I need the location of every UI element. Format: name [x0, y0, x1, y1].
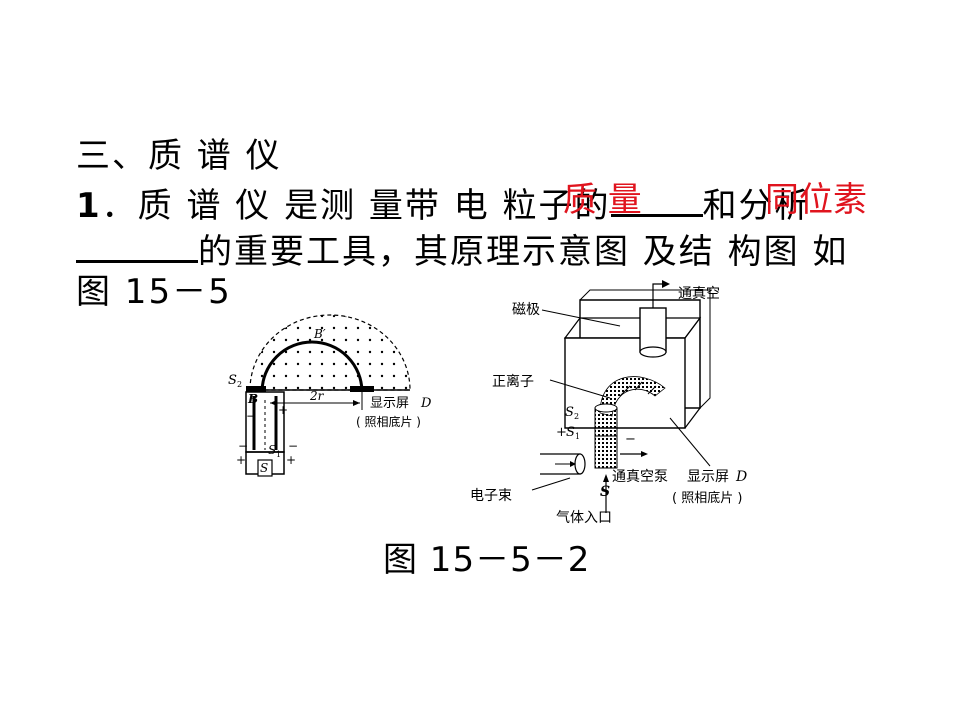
text-segment-2: 和分析	[702, 186, 811, 226]
ion-trajectory	[599, 376, 666, 417]
svg-text:−: −	[246, 409, 256, 423]
label-screen-d: D	[420, 396, 432, 411]
answer-mass: 质 量	[563, 180, 642, 220]
text-segment-1: ．质 谱 仪 是测 量带 电 粒子的	[101, 186, 611, 226]
label-b: B	[247, 392, 258, 406]
vacuum-tube	[639, 307, 667, 353]
label-s2: S	[565, 405, 574, 420]
label-s1-sub: 1	[575, 432, 580, 441]
label-s: S	[260, 461, 268, 475]
svg-text:−: −	[288, 439, 298, 453]
screen-bar	[350, 386, 374, 392]
ion-path	[260, 340, 364, 393]
label-screen: 显示屏	[687, 469, 729, 485]
field-region	[249, 314, 411, 391]
label-screen: 显示屏	[370, 396, 409, 411]
blank-2	[76, 228, 198, 263]
label-b-prime: B′	[313, 327, 326, 341]
answer-isotope: 同位素	[765, 180, 867, 220]
item-number: 1	[76, 186, 102, 226]
figure-caption: 图 15－5－2	[383, 540, 591, 580]
label-film: ( 照相底片 )	[672, 490, 742, 506]
label-s2: S	[228, 373, 237, 388]
label-magnet: 磁极	[512, 302, 540, 318]
label-plus: +	[556, 425, 567, 440]
label-s1-sub: 1	[276, 450, 281, 459]
label-minus: −	[625, 432, 636, 447]
label-ion: 正离子	[492, 373, 534, 390]
label-vacuum: 通真空	[678, 286, 720, 302]
svg-text:+: +	[286, 453, 296, 467]
label-pump: 通真空泵	[612, 469, 668, 485]
label-s1: S	[268, 443, 276, 457]
label-s1: S	[566, 425, 575, 440]
text-segment-3: 的重要工具，其原理示意图 及结 构图 如	[198, 232, 849, 272]
left-diagram: − + − + − + S 2 B′ B 2r 显示屏 D ( 照相底片 ) S…	[228, 314, 432, 477]
label-s2-sub: 2	[574, 412, 579, 421]
label-2r: 2r	[309, 389, 325, 403]
label-beam: 电子束	[470, 488, 512, 504]
ion-column	[594, 407, 618, 469]
right-diagram: 磁极 通真空 正离子 S 2 + S 1 − 通真空泵 显示屏 D ( 照相底片…	[470, 280, 747, 526]
label-film: ( 照相底片 )	[356, 414, 421, 429]
label-gas: 气体入口	[556, 510, 612, 526]
source-s	[257, 459, 273, 477]
blank-1	[610, 182, 703, 217]
label-s2-sub: 2	[237, 380, 242, 389]
text-segment-4: 图 15－5	[76, 272, 232, 312]
paragraph-line-2: 的重要工具，其原理示意图 及结 构图 如	[76, 228, 848, 272]
label-screen-d: D	[735, 469, 747, 485]
svg-text:+: +	[236, 453, 246, 467]
slit-s2-bar	[246, 386, 266, 392]
paragraph-line-3: 图 15－5	[76, 272, 232, 312]
svg-text:+: +	[278, 403, 288, 417]
section-heading: 三、质 谱 仪	[76, 136, 282, 176]
label-s: S	[600, 484, 610, 500]
svg-text:−: −	[238, 439, 248, 453]
paragraph-line-1: 1．质 谱 仪 是测 量带 电 粒子的 和分析	[76, 182, 811, 226]
